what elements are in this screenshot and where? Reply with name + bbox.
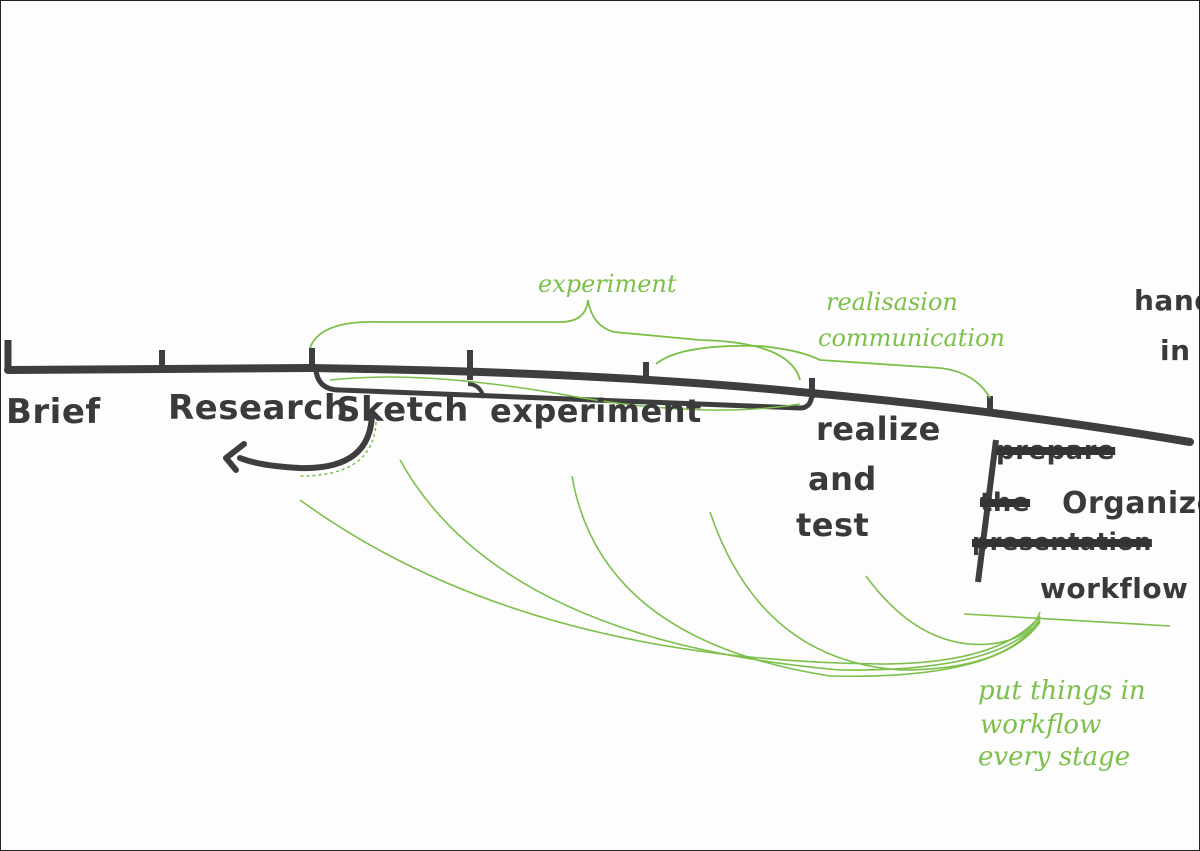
note-realisation: realisasion [826,288,958,316]
label-organize: Organize [1062,486,1200,521]
label-hand: hand [1134,284,1200,317]
label-brief: Brief [6,392,101,432]
curve-4 [709,511,1041,671]
struck-presentation: presentation [972,528,1152,556]
experiment-brace [309,299,801,381]
sketch-experiment-bracket-center [467,382,486,399]
note-put-things-line2: workflow [980,710,1102,740]
note-put-things-line3: every stage [978,742,1131,772]
label-experiment: experiment [490,392,702,430]
note-put-things-line1: put things in [978,676,1146,706]
note-experiment: experiment [538,270,677,298]
struck-the: the [980,488,1031,518]
loop-arrow-dashed [299,415,377,477]
loop-arrowhead [223,441,247,473]
note-communication: communication [818,324,1005,352]
tick-organize-vertical [975,439,999,583]
label-research: Research [168,388,349,428]
timeline-line [4,363,1194,446]
label-in: in [1160,334,1191,367]
label-workflow: workflow [1040,572,1189,605]
label-test: test [796,506,870,544]
curve-1 [299,499,1041,665]
loop-arrow [237,409,375,472]
workflow-underline [963,613,1171,627]
sketch-experiment-bracket [313,369,815,411]
experiment-brace-lower [329,376,801,411]
struck-prepare: prepare [996,436,1116,466]
label-and: and [808,460,877,498]
label-sketch: Sketch [336,390,469,430]
curve-5 [865,575,1041,646]
label-realize: realize [816,410,941,448]
realisation-brace [655,344,991,399]
